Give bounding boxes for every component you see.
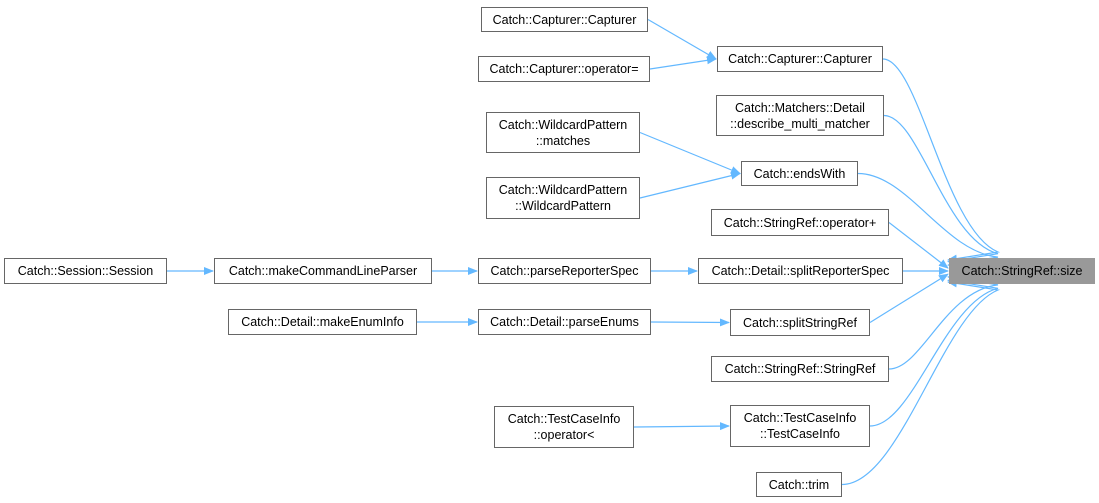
node-label: Catch::Capturer::Capturer [492,12,637,27]
node-label: Catch::StringRef::StringRef [724,362,876,376]
node-label: Catch::Capturer::operator= [489,62,639,76]
node-label: Catch::StringRef::operator+ [723,215,877,230]
edge-n20-to-n13 [841,279,1001,486]
node-endswith[interactable]: Catch::endsWith [741,161,858,186]
node-label-line2: ::WildcardPattern [515,199,611,213]
node-parseenums[interactable]: Catch::Detail::parseEnums [478,309,651,335]
node-label: Catch::Session::Session [17,264,154,278]
node-capturer-capturer-caller[interactable]: Catch::Capturer::Capturer [481,7,648,32]
node-label: Catch::makeCommandLineParser [228,264,418,278]
node-label: Catch::Detail::makeEnumInfo [241,315,404,329]
node-label: Catch::Detail::splitReporterSpec [711,264,890,278]
node-label: Catch::endsWith [753,166,846,181]
node-label: Catch::parseReporterSpec [490,264,639,278]
node-label: Catch::splitStringRef [743,315,857,330]
node-label: Catch::trim [768,477,830,492]
edge-n5-to-n6 [639,131,741,175]
edge-n6-to-n13 [857,172,999,268]
node-label-line2: ::TestCaseInfo [760,427,840,441]
node-splitstringref[interactable]: Catch::splitStringRef [730,309,870,336]
node-label: Catch::TestCaseInfo [507,412,621,426]
edge-n19-to-n13 [869,277,999,427]
node-testcaseinfo-testcaseinfo[interactable]: Catch::TestCaseInfo::TestCaseInfo [730,405,870,447]
node-label: Catch::Matchers::Detail [735,100,865,115]
node-makecommandlineparser[interactable]: Catch::makeCommandLineParser [214,258,432,284]
node-label-line2: ::matches [535,133,591,148]
node-label: Catch::Detail::parseEnums [490,315,639,329]
edge-n4-to-n13 [883,114,999,265]
node-stringref-operator-plus[interactable]: Catch::StringRef::operator+ [711,209,889,236]
node-describe-multi-matcher[interactable]: Catch::Matchers::Detail::describe_multi_… [716,95,884,136]
edge-n1-to-n3 [647,18,717,60]
node-label-line2: ::operator< [533,428,595,442]
node-makeenuminfo[interactable]: Catch::Detail::makeEnumInfo [228,309,417,335]
node-wildcardpattern-matches[interactable]: Catch::WildcardPattern::matches [486,112,640,153]
node-label: Catch::WildcardPattern [498,183,628,197]
node-label: Catch::Capturer::Capturer [728,52,872,66]
edge-n3-to-n13 [882,58,1001,263]
edge-n18-to-n19 [633,422,730,431]
node-label-line2: ::describe_multi_matcher [730,116,870,131]
edge-n16-to-n13 [869,273,949,324]
node-session-session[interactable]: Catch::Session::Session [4,258,167,284]
node-capturer-operator-assign[interactable]: Catch::Capturer::operator= [478,56,650,82]
edge-n7-to-n6 [639,171,741,199]
node-parsereporterspec[interactable]: Catch::parseReporterSpec [478,258,651,284]
edge-n15-to-n16 [650,318,730,327]
node-testcaseinfo-operator-less[interactable]: Catch::TestCaseInfo::operator< [494,406,634,448]
node-trim[interactable]: Catch::trim [756,472,842,497]
edge-n2-to-n3 [649,56,717,70]
node-label: Catch::TestCaseInfo [743,411,857,425]
node-capturer-capturer[interactable]: Catch::Capturer::Capturer [717,46,883,72]
edge-n8-to-n13 [888,222,949,269]
node-stringref-size-root[interactable]: Catch::StringRef::size [949,258,1095,284]
node-label: Catch::WildcardPattern [498,117,628,132]
node-wildcardpattern-ctor[interactable]: Catch::WildcardPattern::WildcardPattern [486,177,640,219]
node-splitreporterspec[interactable]: Catch::Detail::splitReporterSpec [698,258,903,284]
node-label: Catch::StringRef::size [961,264,1083,278]
node-stringref-stringref[interactable]: Catch::StringRef::StringRef [711,356,889,382]
